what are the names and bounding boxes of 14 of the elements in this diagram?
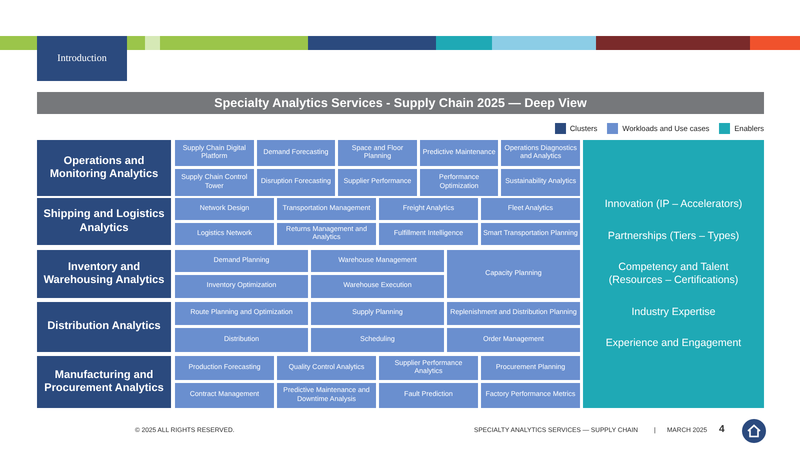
enabler-text: Partnerships (Tiers – Types) (606, 230, 740, 242)
enablers-panel (583, 140, 764, 408)
cluster-box: Distribution Analytics (37, 302, 171, 352)
cluster-box: Operations and Monitoring Analytics (37, 140, 171, 196)
enabler-text: Innovation (IP – Accelerators) (604, 198, 744, 211)
enabler-text: Competency and Talent (Resources – Certifications) (608, 261, 740, 287)
page-number: 4 (719, 424, 725, 435)
enabler-text: Industry Expertise (630, 306, 717, 318)
cluster-box: Shipping and Logistics Analytics (37, 198, 171, 245)
enabler-text: Experience and Engagement (604, 337, 742, 350)
cluster-box: Manufacturing and Procurement Analytics (37, 356, 171, 408)
title-bar: Specialty Analytics Services - Supply Chain 2025 — Deep View (37, 92, 764, 114)
cluster-box: Inventory and Warehousing Analytics (37, 250, 171, 298)
section-tab: Introduction (37, 36, 127, 81)
